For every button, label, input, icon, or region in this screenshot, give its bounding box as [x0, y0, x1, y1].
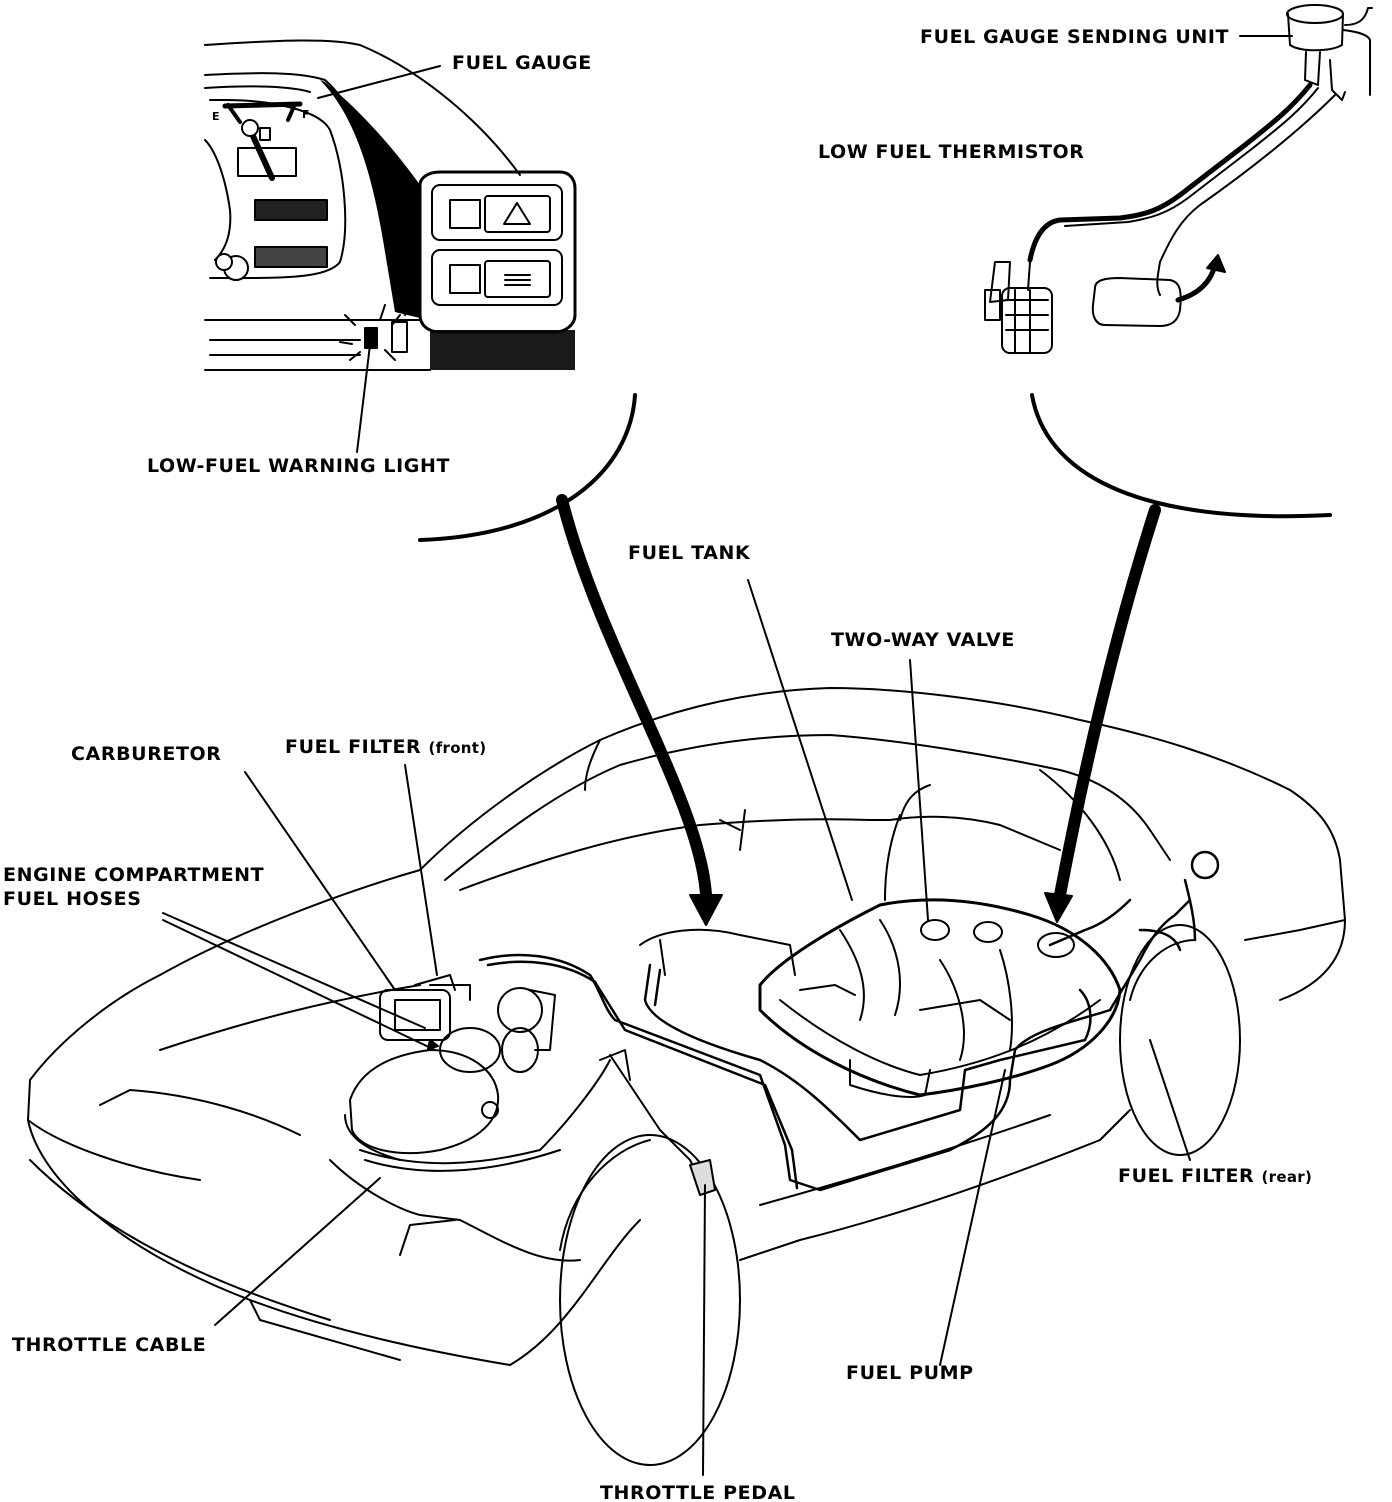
label-fuel-filter-front-note: (front): [428, 739, 487, 757]
gauge-empty-mark: E: [212, 110, 221, 123]
leader-hoses-a: [162, 912, 426, 1029]
leader-lines: [162, 35, 1293, 1476]
callout-arrow-right: [1054, 504, 1161, 901]
label-fuel-pump: FUEL PUMP: [846, 1362, 974, 1384]
label-carburetor: CARBURETOR: [71, 743, 222, 765]
leader-throttle-pedal: [702, 1184, 706, 1476]
callout-arrowhead-left: [689, 894, 723, 926]
label-throttle-pedal: THROTTLE PEDAL: [600, 1482, 796, 1502]
hazard-icon: [503, 202, 531, 225]
callout-arrowhead-right: [1044, 892, 1073, 923]
leader-hoses-b: [162, 919, 436, 1051]
rear-defrost-icon: [504, 274, 531, 286]
label-fuel-filter-front: FUEL FILTER (front): [285, 736, 486, 759]
label-fuel-filter-front-text: FUEL FILTER: [285, 736, 422, 758]
label-fuel-gauge-sending-unit: FUEL GAUGE SENDING UNIT: [920, 26, 1230, 48]
label-throttle-cable: THROTTLE CABLE: [12, 1334, 207, 1356]
leader-carburetor: [244, 771, 396, 991]
leader-throttle-cable: [214, 1177, 381, 1326]
label-fuel-filter-rear: FUEL FILTER (rear): [1118, 1165, 1312, 1188]
leader-fuel-filter-rear: [1149, 1039, 1191, 1161]
label-fuel-filter-rear-text: FUEL FILTER: [1118, 1165, 1255, 1187]
dashboard-inset: [204, 39, 577, 453]
label-low-fuel-thermistor: LOW FUEL THERMISTOR: [818, 141, 1085, 163]
label-fuel-tank: FUEL TANK: [628, 542, 751, 564]
label-fuel-gauge: FUEL GAUGE: [452, 52, 592, 74]
label-two-way-valve: TWO-WAY VALVE: [831, 629, 1015, 651]
label-low-fuel-warning-light: LOW-FUEL WARNING LIGHT: [147, 455, 451, 477]
leader-two-way-valve: [909, 659, 929, 921]
label-engine-compartment-line2: FUEL HOSES: [3, 888, 142, 910]
leader-fuel-filter-front: [404, 764, 438, 976]
label-engine-compartment-line1: ENGINE COMPARTMENT: [3, 864, 265, 886]
fuel-lines: [478, 850, 1220, 1192]
engine-assembly: [344, 974, 716, 1196]
leader-fuel-tank: [747, 579, 853, 901]
callout-arrow-left: [556, 494, 712, 901]
label-fuel-filter-rear-note: (rear): [1261, 1168, 1313, 1186]
gauge-full-mark: F: [302, 108, 311, 121]
car-body: [27, 687, 1346, 1466]
sending-unit-inset: [418, 4, 1373, 542]
leader-fuel-pump: [939, 1069, 1006, 1366]
fuel-tank: [758, 898, 1122, 1098]
